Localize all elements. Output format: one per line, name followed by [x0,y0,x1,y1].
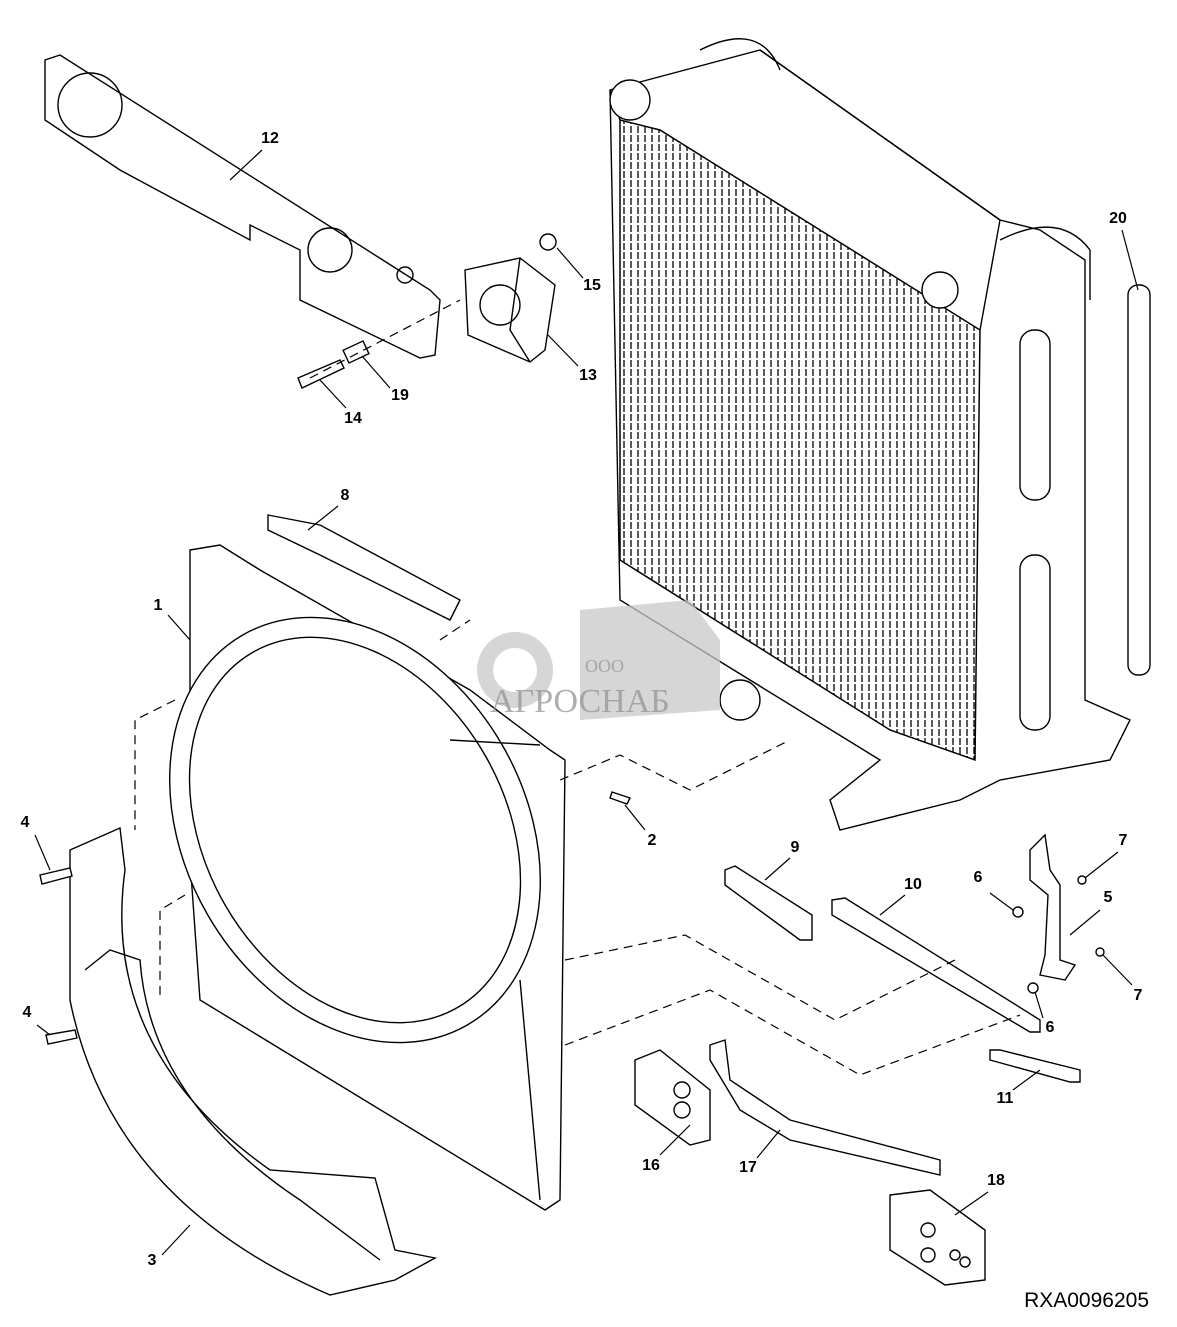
callout-leader [361,355,391,389]
part-14-bolt [297,359,345,389]
callout-leader [547,334,579,367]
callout-3: 3 [148,1252,157,1269]
callout-10: 10 [904,876,922,893]
part-4-bolt [39,867,73,885]
callout-leader [319,379,347,409]
part-15-nut [539,233,557,251]
callout-leader [556,247,584,279]
callout-12: 12 [261,130,279,147]
callout-leader [229,149,263,181]
callout-7: 7 [1119,832,1128,849]
callout-leader [34,834,51,871]
callout-leader [307,505,339,531]
callout-1: 1 [154,597,163,614]
part-7-screw [1095,947,1105,957]
callout-14: 14 [344,410,362,427]
part-18-block [889,1189,986,1286]
callout-8: 8 [341,487,350,504]
part-17-seal [709,1039,941,1176]
callout-16: 16 [642,1157,660,1174]
callout-leader [1121,229,1139,291]
callout-leader [1102,954,1133,986]
part-10-seal [831,897,1041,1033]
callout-leader [879,894,906,916]
callout-leader [624,804,646,831]
part-13-bracket [464,257,556,363]
callout-leader [756,1129,781,1159]
callout-15: 15 [583,277,601,294]
callout-leader [659,1124,691,1156]
part-2-fastener [609,791,631,805]
callout-leader [1034,991,1044,1019]
callout-17: 17 [739,1159,757,1176]
callout-19: 19 [391,387,409,404]
part-8-seal [267,514,461,621]
callout-leader [989,892,1014,911]
part-5-bracket [1029,833,1077,981]
callout-18: 18 [987,1172,1005,1189]
callout-leader [1012,1069,1041,1091]
callout-leader [36,1024,51,1036]
part-7-screw [1077,875,1087,885]
watermark-prefix: ООО [585,656,624,676]
callout-20: 20 [1109,210,1127,227]
callout-6: 6 [1046,1019,1055,1036]
part-20-seal [1127,284,1151,676]
callout-leader [167,614,191,641]
part-16-block [634,1049,711,1146]
watermark-name: АГРОСНАБ [490,683,670,720]
callout-5: 5 [1104,889,1113,906]
watermark-logo: ООО АГРОСНАБ [477,600,720,720]
part-12-plate [44,54,441,359]
part-11-seal [989,1049,1081,1083]
part-4-bolt [45,1029,78,1045]
callout-4: 4 [21,814,30,831]
callout-13: 13 [579,367,597,384]
callout-9: 9 [791,839,800,856]
callout-2: 2 [648,832,657,849]
part-19-spacer [342,340,370,364]
callout-leader [161,1224,191,1256]
part-1-fan-shroud [169,544,566,1211]
callout-7: 7 [1134,987,1143,1004]
radiator-assembly [609,38,1131,831]
callout-leader [954,1191,989,1216]
callout-labels: 12 15 13 19 14 8 1 20 2 4 4 9 10 7 6 5 7 6 11 16 17 18 3 [21,130,1143,1269]
reference-code: RXA0096205 [1024,1289,1149,1312]
part-6-nut [1027,982,1039,994]
part-3-lower-shroud [69,826,438,1296]
callout-11: 11 [997,1090,1014,1107]
part-6-nut [1012,906,1024,918]
callout-leader [1084,851,1119,879]
callout-leader [1069,909,1101,936]
callout-4: 4 [23,1004,32,1021]
callout-6: 6 [974,869,983,886]
callout-leader [764,857,791,881]
part-9-seal [724,865,813,941]
